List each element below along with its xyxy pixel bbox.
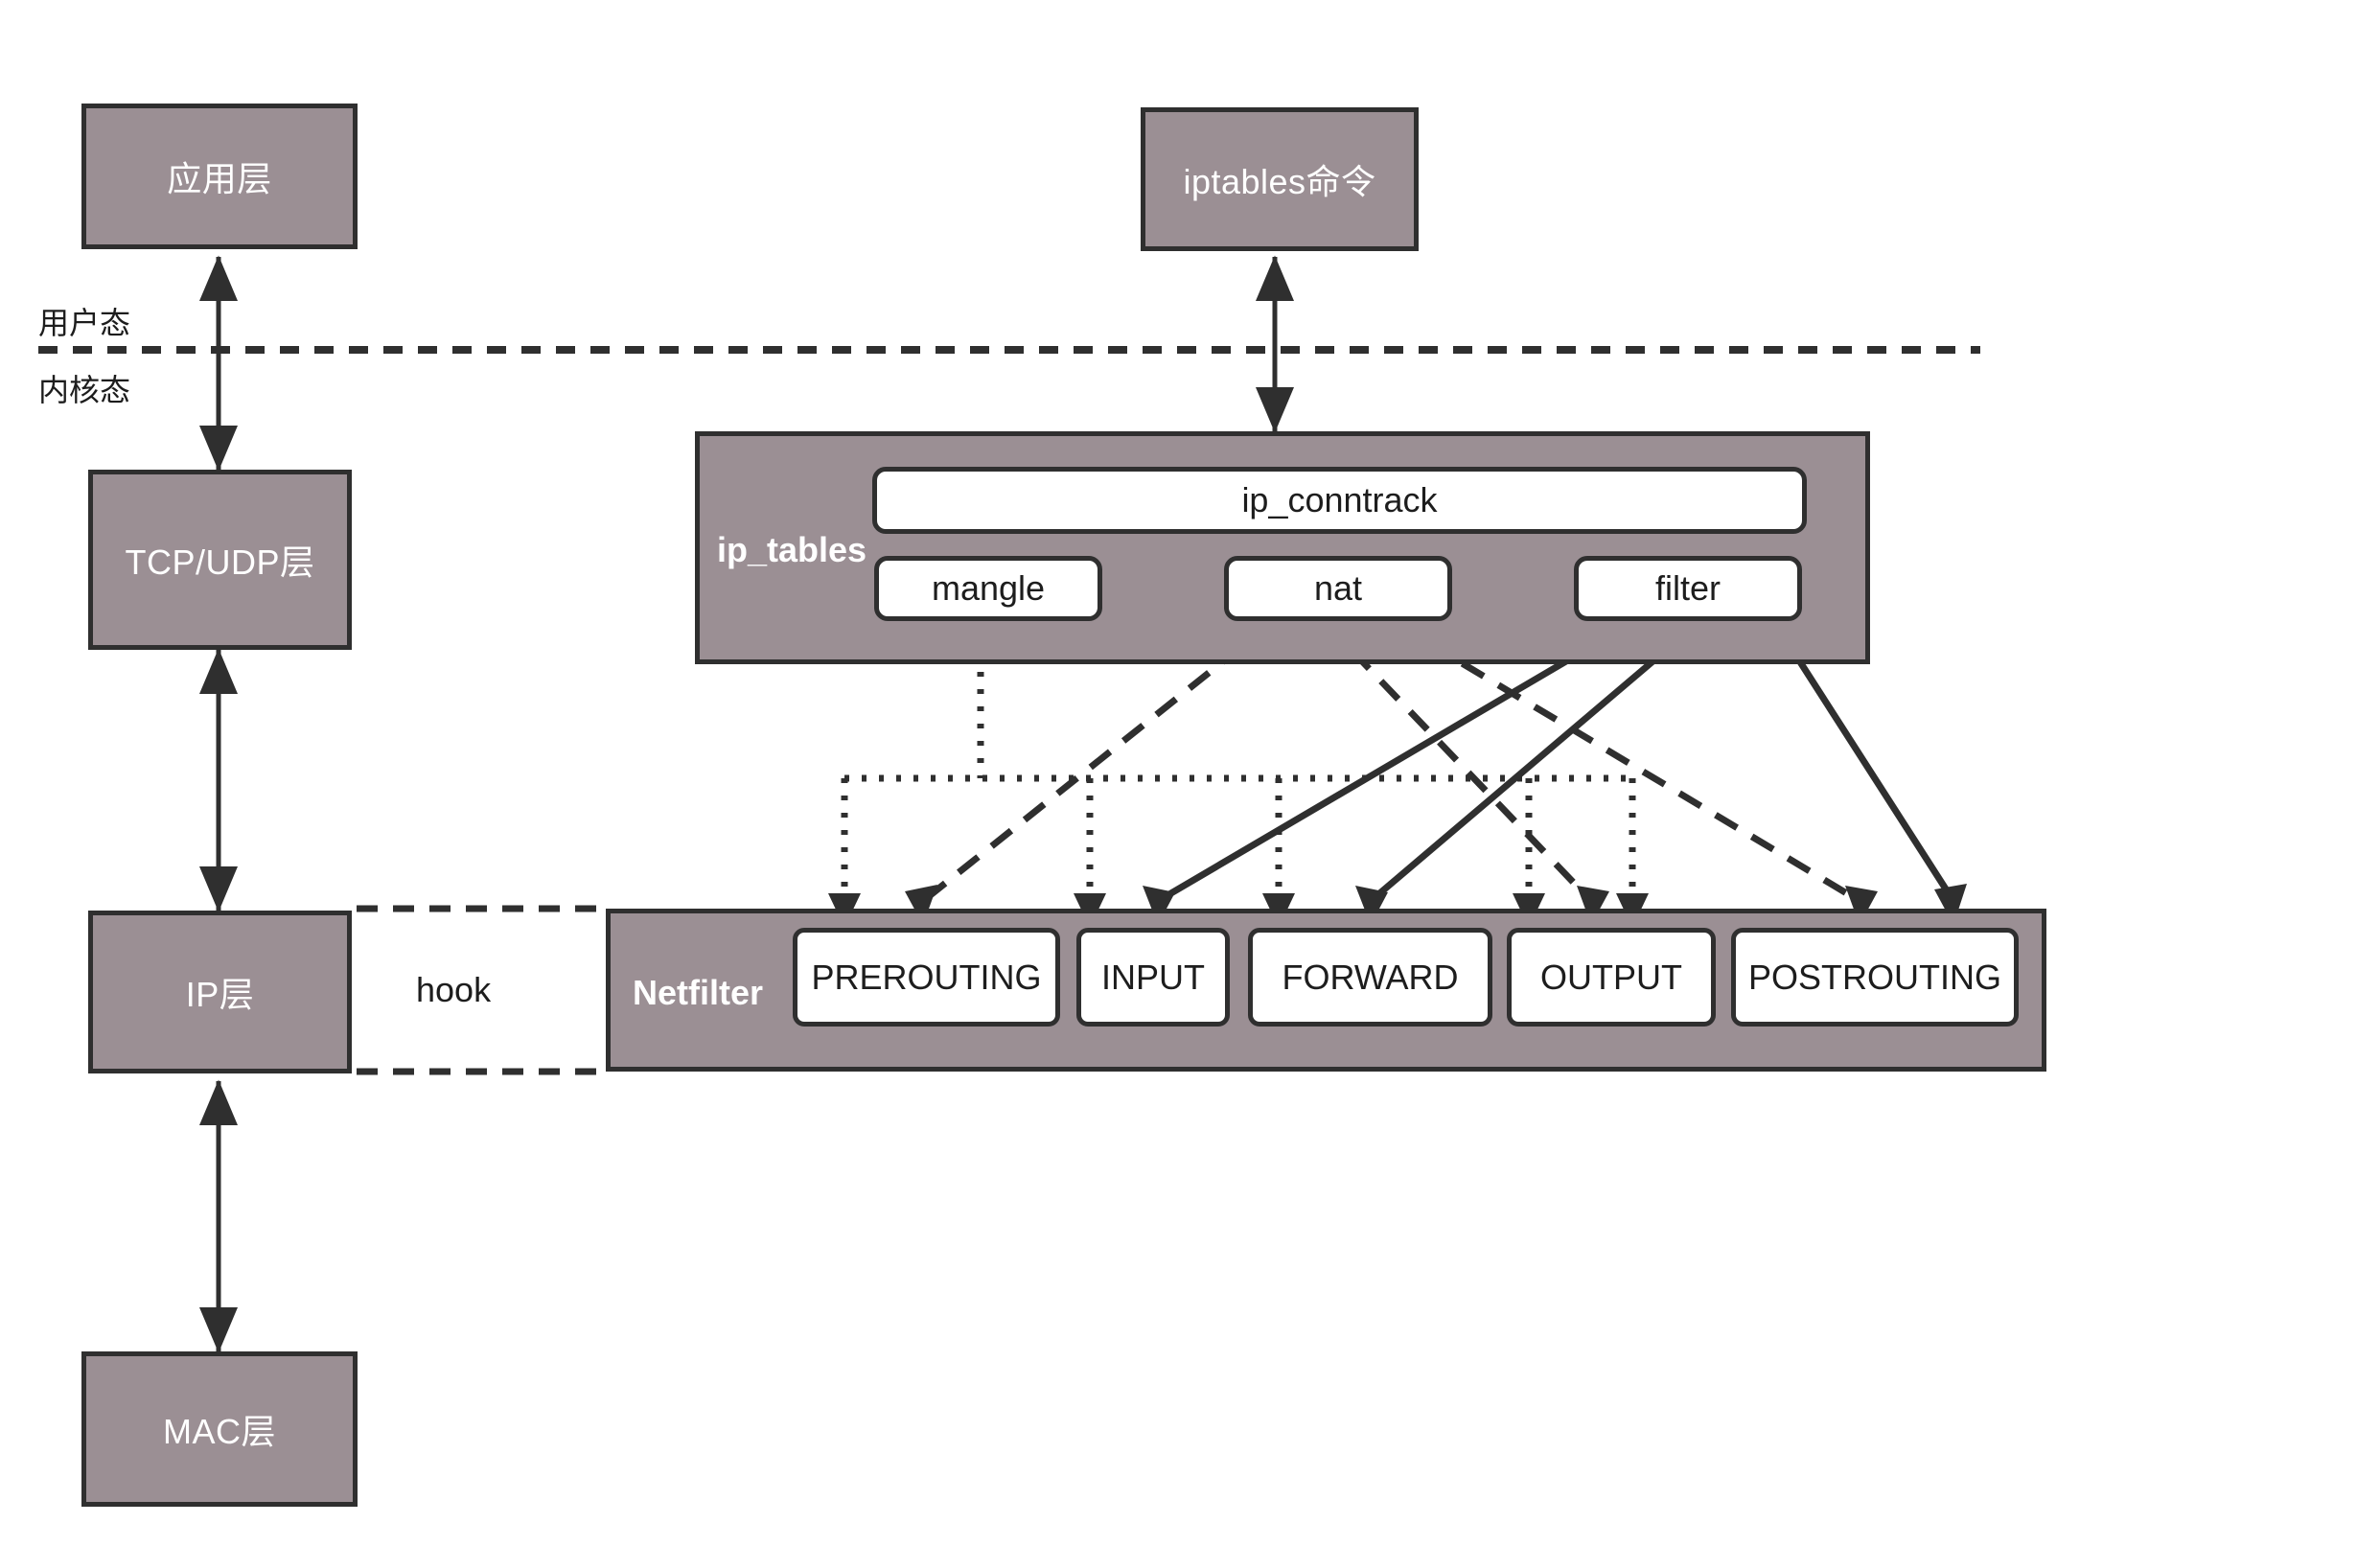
ip-conntrack-box[interactable]: ip_conntrack xyxy=(872,467,1807,534)
chain-box-prerouting[interactable]: PREROUTING xyxy=(793,928,1060,1027)
chain-box-postrouting[interactable]: POSTROUTING xyxy=(1731,928,2019,1027)
iptables-command-box[interactable]: iptables命令 xyxy=(1141,107,1419,251)
nat-arrowheads xyxy=(905,885,1878,925)
user-mode-label: 用户态 xyxy=(38,306,131,340)
ip-layer-label: IP层 xyxy=(185,975,255,1014)
chain-label-postrouting: POSTROUTING xyxy=(1747,957,2001,997)
nat-connectors xyxy=(920,616,1861,905)
kernel-mode-label: 内核态 xyxy=(38,373,131,407)
table-box-mangle[interactable]: mangle xyxy=(874,556,1102,621)
transport-layer-label: TCP/UDP层 xyxy=(125,542,315,582)
table-label-mangle: mangle xyxy=(931,568,1046,608)
ip-conntrack-label: ip_conntrack xyxy=(1241,480,1438,519)
chain-label-output: OUTPUT xyxy=(1540,957,1682,997)
app-layer-label: 应用层 xyxy=(167,159,272,198)
chain-label-prerouting: PREROUTING xyxy=(811,957,1042,997)
hook-label: hook xyxy=(416,970,492,1009)
chain-box-input[interactable]: INPUT xyxy=(1076,928,1230,1027)
mac-layer-box[interactable]: MAC层 xyxy=(81,1351,358,1507)
table-box-nat[interactable]: nat xyxy=(1224,556,1452,621)
ip-tables-label: ip_tables xyxy=(717,530,867,569)
iptables-command-label: iptables命令 xyxy=(1183,162,1376,201)
transport-layer-box[interactable]: TCP/UDP层 xyxy=(88,470,352,650)
mac-layer-label: MAC层 xyxy=(163,1412,276,1451)
chain-box-output[interactable]: OUTPUT xyxy=(1507,928,1716,1027)
chain-box-forward[interactable]: FORWARD xyxy=(1248,928,1492,1027)
filter-arrowheads xyxy=(1143,884,1967,925)
ip-layer-box[interactable]: IP层 xyxy=(88,911,352,1073)
mangle-connectors xyxy=(841,620,1636,906)
filter-connectors xyxy=(1156,616,1956,905)
table-label-nat: nat xyxy=(1313,568,1363,608)
netfilter-label: Netfilter xyxy=(633,973,764,1012)
table-label-filter: filter xyxy=(1654,568,1721,608)
table-box-filter[interactable]: filter xyxy=(1574,556,1802,621)
chain-label-forward: FORWARD xyxy=(1282,957,1459,997)
app-layer-box[interactable]: 应用层 xyxy=(81,104,358,249)
chain-label-input: INPUT xyxy=(1101,957,1205,997)
